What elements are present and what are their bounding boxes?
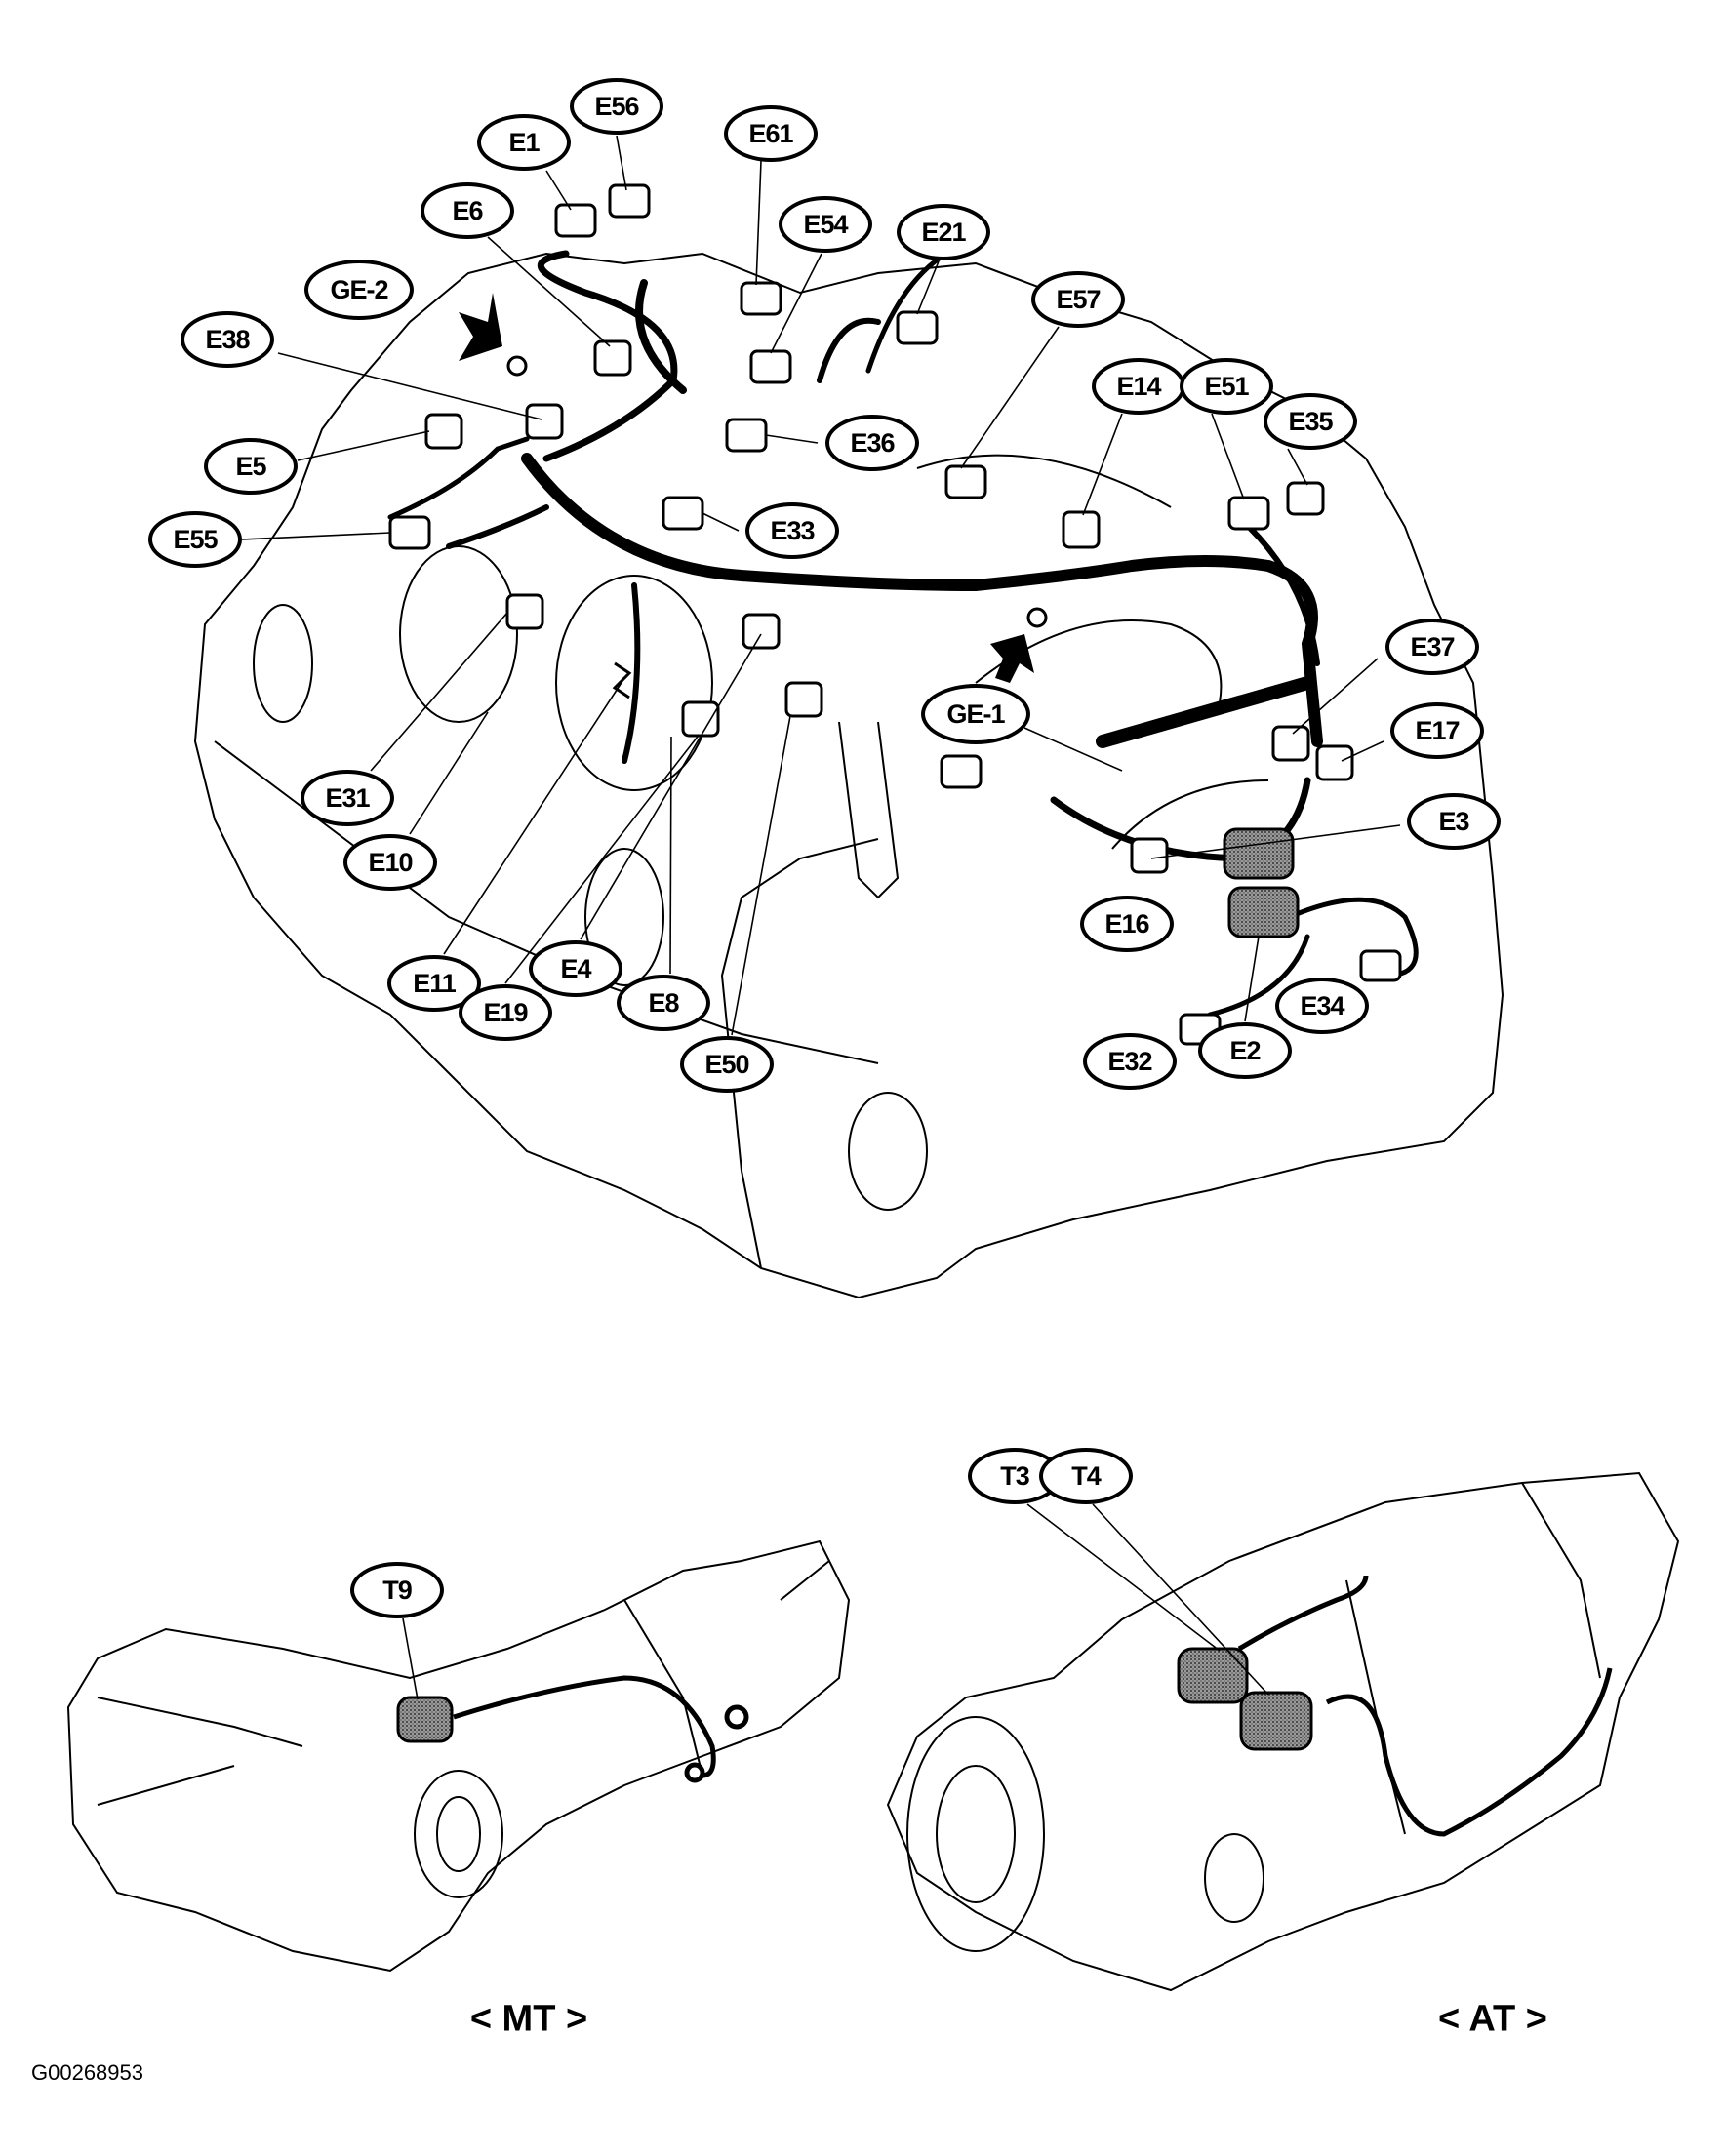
manual-transmission-outline (66, 1539, 851, 1973)
connector-label-e51: E51 (1180, 358, 1273, 415)
ground-terminal-icons (506, 355, 1048, 628)
connector-label-e6: E6 (421, 182, 514, 239)
t9-connector (396, 1696, 454, 1743)
t9-leader (402, 1617, 419, 1700)
connector-label-e5: E5 (204, 438, 298, 495)
connector-label-e50: E50 (680, 1036, 774, 1093)
connector-label-e35: E35 (1264, 393, 1357, 450)
connector-label-e11: E11 (387, 955, 481, 1012)
figure-id: G00268953 (31, 2060, 143, 2085)
at-caption: < AT > (1438, 1998, 1547, 2040)
connector-label-e32: E32 (1083, 1033, 1177, 1090)
connector-label-e10: E10 (343, 834, 437, 891)
t-leaders (1026, 1503, 1269, 1696)
connector-label-e19: E19 (459, 984, 552, 1041)
connector-label-e37: E37 (1385, 619, 1479, 675)
connector-label-e16: E16 (1080, 896, 1174, 952)
connector-label-e34: E34 (1275, 978, 1369, 1034)
connector-label-e31: E31 (301, 770, 394, 826)
connector-label-e54: E54 (779, 196, 872, 253)
connector-label-e2: E2 (1198, 1022, 1292, 1079)
engine-shaded-connectors (1223, 827, 1300, 938)
t3-t4-connectors (1177, 1647, 1313, 1751)
connector-label-e21: E21 (897, 204, 990, 260)
connector-label-t3: T3 (968, 1448, 1062, 1504)
connector-label-e61: E61 (724, 105, 818, 162)
mt-caption: < MT > (469, 1998, 588, 2040)
connector-label-ge-2: GE-2 (304, 260, 414, 320)
connector-label-t9: T9 (350, 1562, 444, 1618)
engine-block-outline (193, 252, 1504, 1299)
at-harness (1237, 1575, 1613, 1837)
connector-label-e3: E3 (1407, 793, 1501, 850)
connector-label-e55: E55 (148, 511, 242, 568)
connector-label-e57: E57 (1031, 271, 1125, 328)
engine-harness (387, 250, 1419, 1018)
connector-label-e8: E8 (617, 975, 710, 1031)
connector-label-e1: E1 (477, 114, 571, 171)
leader-lines (241, 135, 1401, 1036)
ground-arrow-ge1 (990, 634, 1034, 683)
ground-arrow-ge2 (459, 293, 502, 361)
automatic-transmission-outline (886, 1471, 1680, 1992)
connector-label-e17: E17 (1390, 702, 1484, 759)
connector-label-e14: E14 (1092, 358, 1185, 415)
connector-label-e56: E56 (570, 78, 663, 135)
mt-harness (453, 1675, 749, 1783)
connector-label-e4: E4 (529, 940, 622, 997)
connector-label-e36: E36 (825, 415, 919, 471)
connector-label-ge-1: GE-1 (921, 684, 1030, 744)
connector-label-e38: E38 (181, 311, 274, 368)
connector-label-t4: T4 (1039, 1448, 1133, 1504)
connector-label-e33: E33 (745, 502, 839, 559)
